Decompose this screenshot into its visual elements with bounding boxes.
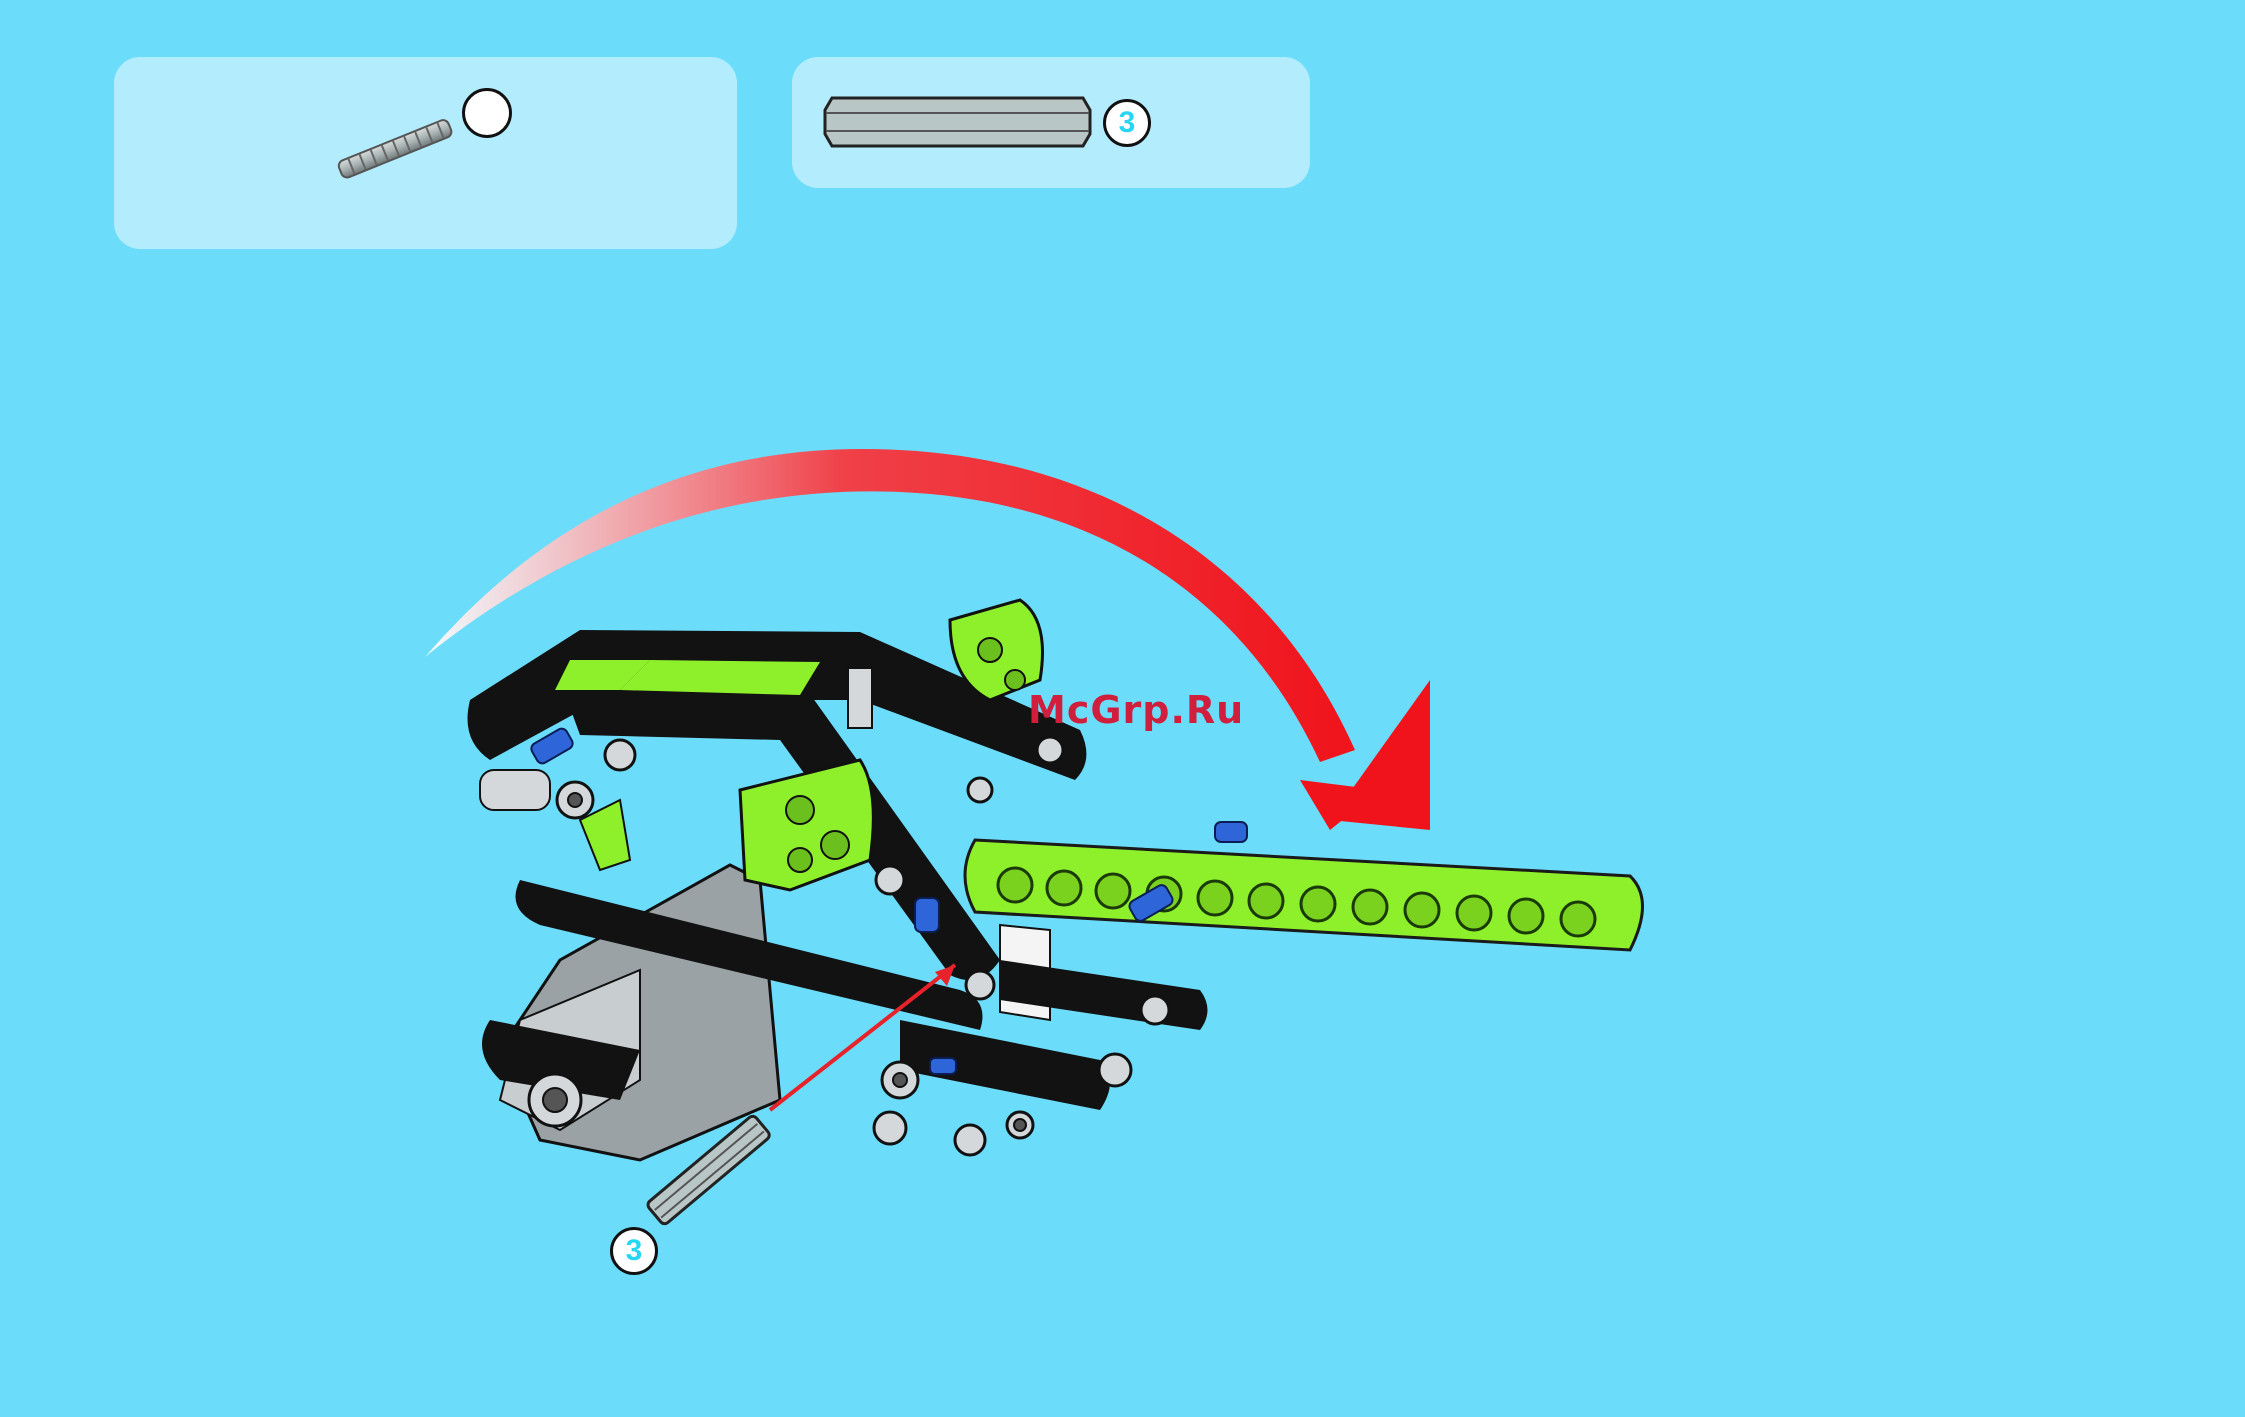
watermark-text: McGrp.Ru <box>1028 688 1244 732</box>
long-axle-icon <box>825 98 1090 146</box>
quantity-badge-1 <box>462 88 512 138</box>
quantity-badge-callout: 3 <box>610 1227 658 1275</box>
quantity-badge-2: 3 <box>1103 99 1151 147</box>
short-axle-icon <box>337 118 453 179</box>
lime-beam <box>965 840 1643 950</box>
